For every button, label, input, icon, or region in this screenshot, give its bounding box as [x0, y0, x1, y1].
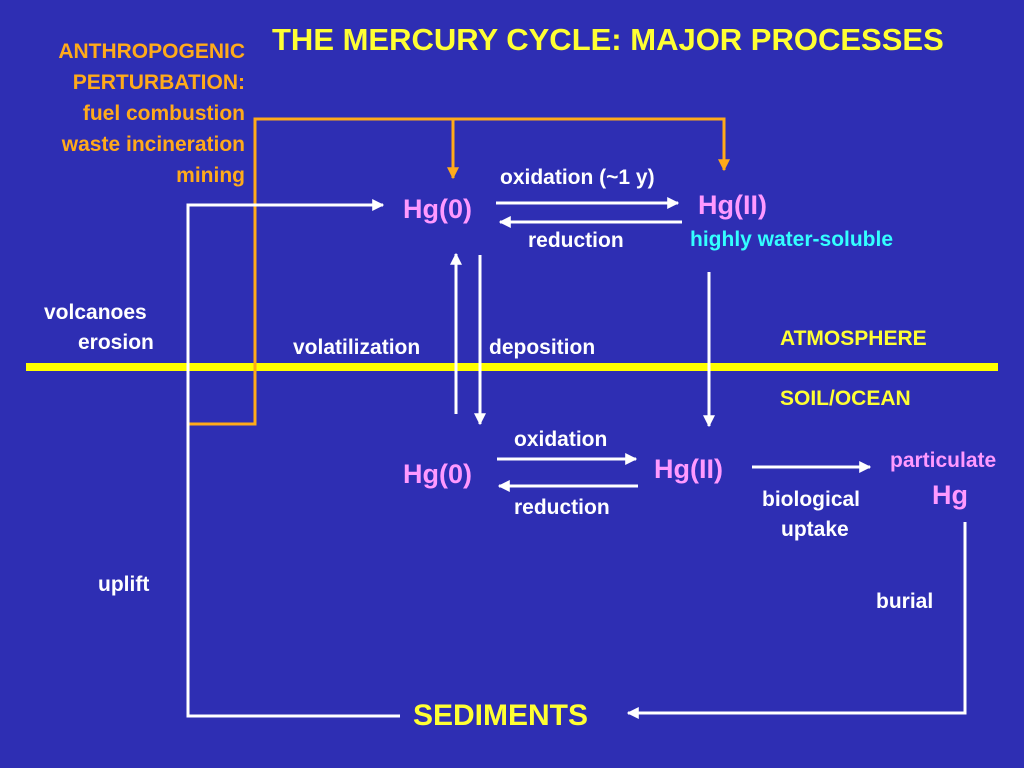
biological-uptake-label-line1: biological [762, 488, 861, 511]
soil-ocean-layer-label: SOIL/OCEAN [780, 387, 911, 410]
erosion-label: erosion [78, 331, 154, 354]
sediments-label: SEDIMENTS [413, 699, 589, 732]
anthropogenic-perturbation-label: ANTHROPOGENIC PERTURBATION: fuel combust… [10, 36, 245, 191]
anthropogenic-path [188, 117, 730, 426]
uplift-label: uplift [98, 573, 150, 596]
page-title: THE MERCURY CYCLE: MAJOR PROCESSES [272, 22, 944, 57]
deposition-label: deposition [489, 336, 596, 359]
uplift-path [186, 199, 400, 718]
surface-reduction-label: reduction [514, 496, 610, 519]
burial-path [626, 522, 967, 719]
surface-oxidation-label: oxidation [514, 428, 608, 451]
atmosphere-hg2-label: Hg(II) [698, 190, 767, 220]
atmosphere-oxidation-label: oxidation (~1 y) [500, 166, 655, 189]
volatilization-label: volatilization [293, 336, 421, 359]
anthropogenic-line: fuel combustion [82, 102, 245, 125]
particulate-hg-label: Hg [932, 480, 968, 510]
atmosphere-hg0-label: Hg(0) [403, 194, 472, 224]
atmosphere-layer-label: ATMOSPHERE [780, 327, 927, 350]
surface-hg2-label: Hg(II) [654, 454, 723, 484]
anthropogenic-line: ANTHROPOGENIC [58, 40, 245, 63]
atmosphere-reduction-label: reduction [528, 229, 624, 252]
particulate-label: particulate [890, 449, 997, 472]
biological-uptake-label-line2: uptake [781, 518, 849, 541]
highly-water-soluble-label: highly water-soluble [690, 228, 894, 251]
anthropogenic-line: waste incineration [61, 133, 245, 156]
burial-label: burial [876, 590, 934, 613]
surface-hg0-label: Hg(0) [403, 459, 472, 489]
volcanoes-label: volcanoes [44, 301, 147, 324]
anthropogenic-line: PERTURBATION: [72, 71, 245, 94]
anthropogenic-line: mining [176, 164, 245, 187]
